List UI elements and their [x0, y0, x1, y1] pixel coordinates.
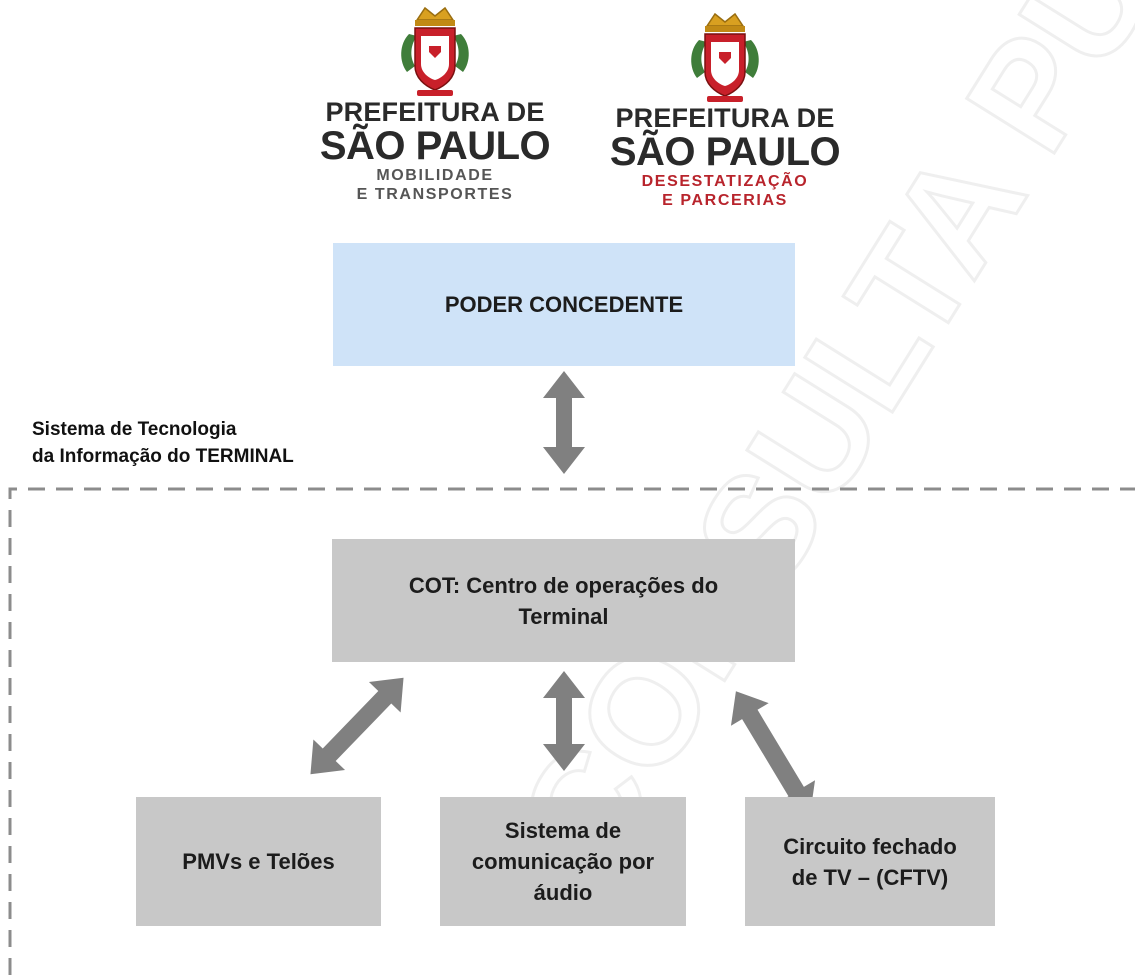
system-label: Sistema de Tecnologia da Informação do T… [32, 416, 294, 470]
logo-line1: PREFEITURA DE [325, 97, 545, 127]
logo-line4: E PARCERIAS [662, 192, 788, 209]
logo-line3: MOBILIDADE [376, 167, 494, 184]
cftv-box: Circuito fechado de TV – (CFTV) [745, 797, 995, 926]
system-label-line2: da Informação do TERMINAL [32, 446, 294, 467]
logo-line4: E TRANSPORTES [356, 186, 514, 203]
audio-box: Sistema de comunicação por áudio [440, 797, 686, 926]
arrow-cot-left [310, 677, 404, 775]
logo-line3: DESESTATIZAÇÃO [641, 173, 809, 190]
arrow-cot-right [730, 691, 816, 815]
audio-label: Sistema de comunicação por áudio [471, 818, 655, 905]
cftv-label: Circuito fechado de TV – (CFTV) [783, 833, 957, 890]
cot-label: COT: Centro de operações do Terminal [408, 572, 719, 629]
logo-mobilidade: PREFEITURA DE SÃO PAULO MOBILIDADE E TRA… [300, 6, 570, 204]
logo-line2: SÃO PAULO [319, 124, 551, 168]
logo-line1: PREFEITURA DE [615, 103, 835, 133]
pmvs-box: PMVs e Telões [136, 797, 381, 926]
logo-line2: SÃO PAULO [609, 130, 841, 174]
arrow-cot-center [543, 671, 585, 771]
crest-icon [691, 12, 759, 102]
logo-desestatizacao: PREFEITURA DE SÃO PAULO DESESTATIZAÇÃO E… [590, 12, 860, 210]
cot-box: COT: Centro de operações do Terminal [332, 539, 795, 662]
crest-icon [401, 6, 469, 96]
pmvs-label: PMVs e Telões [182, 849, 335, 874]
poder-concedente-box: PODER CONCEDENTE [333, 243, 795, 366]
system-label-line1: Sistema de Tecnologia [32, 419, 237, 440]
arrow-poder-cot [543, 371, 585, 474]
poder-concedente-label: PODER CONCEDENTE [444, 292, 684, 317]
